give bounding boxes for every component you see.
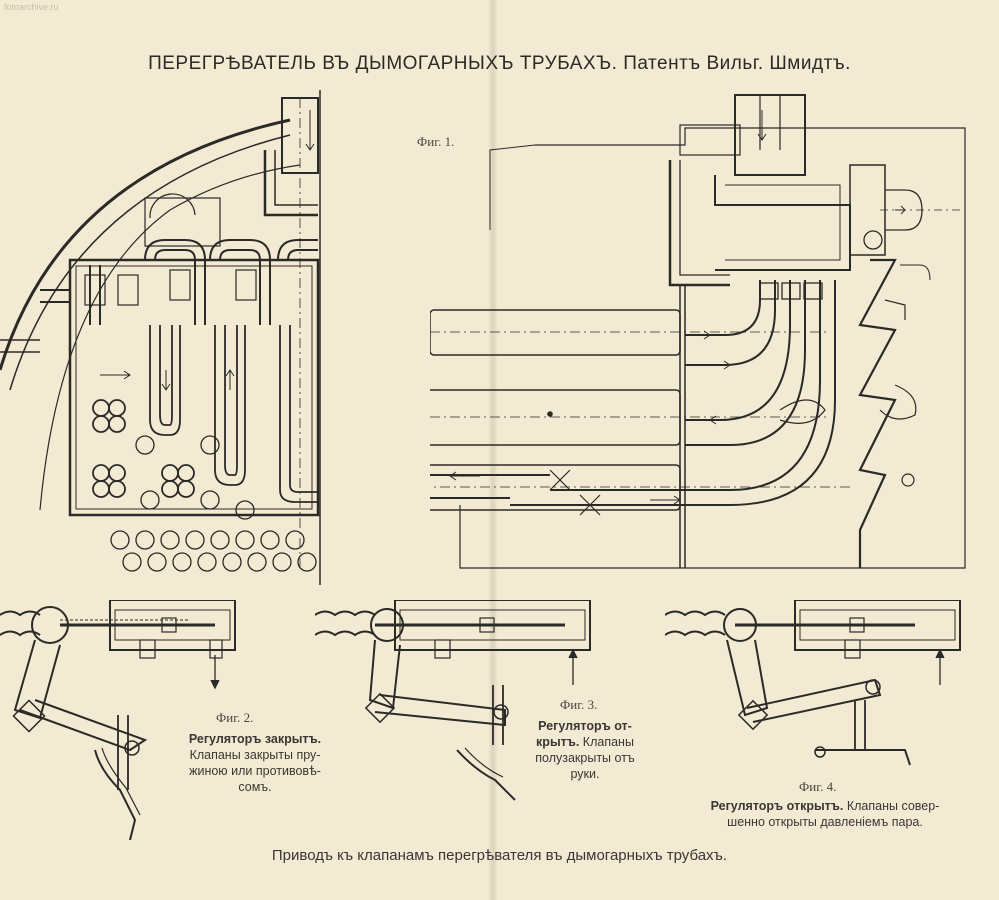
- fig2-regulator-closed: [0, 600, 236, 840]
- fig1-label: Фиг. 1.: [417, 134, 455, 149]
- fig4-line2: шенно открыты давленіемъ пара.: [727, 815, 923, 829]
- fig3-heading-cont: крытъ.: [536, 735, 580, 749]
- fig1-smokebox-section: [430, 94, 966, 569]
- fig3-line4: руки.: [570, 767, 600, 781]
- fig4-heading: Регуляторъ открытъ.: [710, 799, 844, 813]
- fig3-line2: Клапаны: [579, 735, 634, 749]
- fig3-line3: полузакрыты отъ: [535, 751, 635, 765]
- bottom-caption: Приводъ къ клапанамъ перегрѣвателя въ ды…: [271, 847, 728, 864]
- fig4-line1: Клапаны совер-: [843, 799, 940, 813]
- fig2-heading: Регуляторъ закрытъ.: [188, 732, 322, 746]
- fig3-regulator-half-open: [315, 600, 591, 801]
- fig1-boiler-section: [0, 90, 321, 585]
- page-title: ПЕРЕГРѢВАТЕЛЬ ВЪ ДЫМОГАРНЫХЪ ТРУБАХЪ. Па…: [148, 53, 851, 74]
- fig3-label: Фиг. 3.: [560, 697, 598, 712]
- fig3-heading: Регуляторъ от-: [538, 719, 632, 733]
- fig4-caption: Регуляторъ открытъ. Клапаны совер- шенно…: [690, 798, 960, 830]
- fig2-caption: Регуляторъ закрытъ. Клапаны закрыты пру-…: [165, 731, 345, 795]
- fig2-label: Фиг. 2.: [216, 710, 254, 725]
- fig2-line3: сомъ.: [238, 780, 272, 794]
- fig2-line1: Клапаны закрыты пру-: [189, 748, 321, 762]
- fig4-regulator-open: [665, 600, 961, 766]
- watermark: fotoarchive.ru: [4, 2, 59, 12]
- fig2-line2: жиною или противовѣ-: [189, 764, 321, 778]
- fig3-caption: Регуляторъ от- крытъ. Клапаны полузакрыт…: [525, 718, 645, 782]
- page-fold: [488, 0, 498, 900]
- fig4-label: Фиг. 4.: [799, 779, 837, 794]
